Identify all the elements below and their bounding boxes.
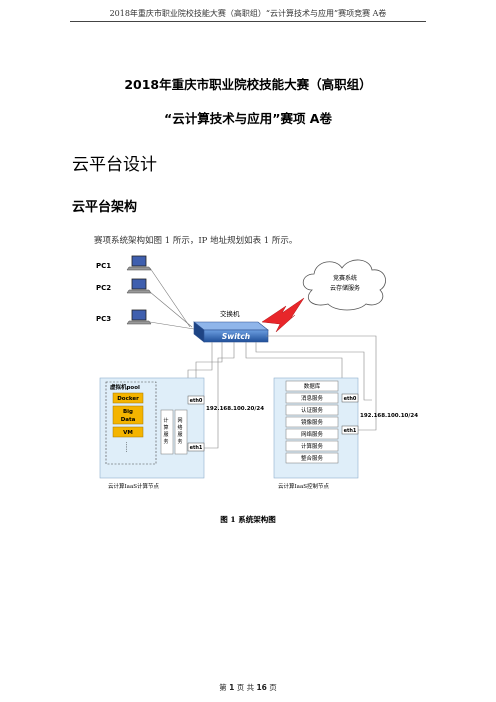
docker-label: Docker <box>117 396 139 402</box>
pc1-laptop-icon <box>126 255 152 271</box>
network-service-label: 网络服务 <box>178 418 183 445</box>
page-header: 2018年重庆市职业院校技能大赛（高职组）“云计算技术与应用”赛项竞赛 A卷 <box>109 9 387 18</box>
bigdata-box <box>112 405 144 425</box>
service-orchestration: 整合服务 <box>301 454 324 462</box>
network-service-box <box>174 409 188 455</box>
doc-title-line1: 2018年重庆市职业院校技能大赛（高职组） <box>124 77 372 92</box>
cloud-label-1: 竞赛系统 <box>333 274 357 282</box>
pc3-label: PC3 <box>96 315 111 323</box>
service-network: 网络服务 <box>301 430 324 438</box>
service-database: 数据库 <box>304 382 321 390</box>
heading-2: 云平台架构 <box>72 200 138 215</box>
control-services-list: 数据库 消息服务 认证服务 镜像服务 网络服务 计算服务 整合服务 <box>285 380 339 464</box>
pc-links <box>149 267 195 330</box>
compute-eth1-box <box>187 442 205 452</box>
pc3-group: PC3 <box>96 309 152 325</box>
cloud-label-2: 云存储服务 <box>330 284 360 292</box>
compute-eth1-label: eth1 <box>190 445 203 451</box>
service-image: 镜像服务 <box>301 418 324 426</box>
lightning-bolt-icon <box>261 297 305 333</box>
footer-total-pages: 16 <box>256 683 267 692</box>
figure-caption: 图 1 系统架构图 <box>220 515 276 524</box>
compute-eth0-label: eth0 <box>190 398 203 404</box>
compute-service-box <box>160 409 174 455</box>
control-node: 数据库 消息服务 认证服务 镜像服务 网络服务 计算服务 整合服务 eth0 e… <box>273 377 359 479</box>
pc1-group: PC1 <box>96 255 152 271</box>
page-footer: 第 1 页 共 16 页 <box>0 682 496 693</box>
bigdata-label-2: Data <box>121 417 136 423</box>
compute-eth0-box <box>187 395 205 405</box>
compute-service-label: 计算服务 <box>164 417 169 445</box>
compute-node: 虚拟机pool Docker Big Data VM …… 计算服务 网络服务 … <box>99 377 205 479</box>
footer-page-number: 1 <box>229 683 235 692</box>
footer-suffix: 页 <box>269 683 277 692</box>
switch-icon: Switch <box>193 321 269 343</box>
vm-pool-title: 虚拟机pool <box>110 383 140 391</box>
pc1-label: PC1 <box>96 262 111 270</box>
footer-middle: 页 共 <box>236 683 255 692</box>
control-eth0-label: eth0 <box>344 396 357 402</box>
control-eth0-box <box>341 393 359 403</box>
pc2-label: PC2 <box>96 284 111 292</box>
footer-prefix: 第 <box>219 683 227 692</box>
service-message: 消息服务 <box>301 394 324 402</box>
pc2-group: PC2 <box>96 278 152 294</box>
control-node-label: 云计算IaaS控制节点 <box>278 482 329 490</box>
bigdata-label-1: Big <box>123 409 133 415</box>
control-ip: 192.168.100.10/24 <box>360 413 418 419</box>
compute-node-label: 云计算IaaS计算节点 <box>108 482 159 490</box>
doc-title-line2: “云计算技术与应用”赛项 A卷 <box>164 111 332 126</box>
pc2-laptop-icon <box>126 278 152 294</box>
vm-box <box>112 426 144 438</box>
vm-pool-box <box>105 381 157 465</box>
switch-brand-text: Switch <box>222 332 250 341</box>
control-eth1-label: eth1 <box>344 428 357 434</box>
switch-label: 交换机 <box>220 309 240 318</box>
heading-1: 云平台设计 <box>72 155 157 175</box>
service-compute: 计算服务 <box>301 442 324 450</box>
node-links <box>187 335 377 449</box>
pc3-laptop-icon <box>126 309 152 325</box>
service-auth: 认证服务 <box>301 406 324 414</box>
control-eth1-box <box>341 425 359 435</box>
header-rule <box>70 21 426 22</box>
docker-box <box>112 392 144 404</box>
vm-ellipsis: …… <box>124 442 130 453</box>
vm-label: VM <box>123 430 133 436</box>
compute-ip: 192.168.100.20/24 <box>206 406 264 412</box>
intro-paragraph: 赛项系统架构如图 1 所示，IP 地址规划如表 1 所示。 <box>94 236 298 246</box>
system-architecture-diagram: PC1 PC2 PC3 竞赛系统 云存储服务 S <box>96 255 418 490</box>
cloud-storage-icon: 竞赛系统 云存储服务 <box>302 259 386 311</box>
